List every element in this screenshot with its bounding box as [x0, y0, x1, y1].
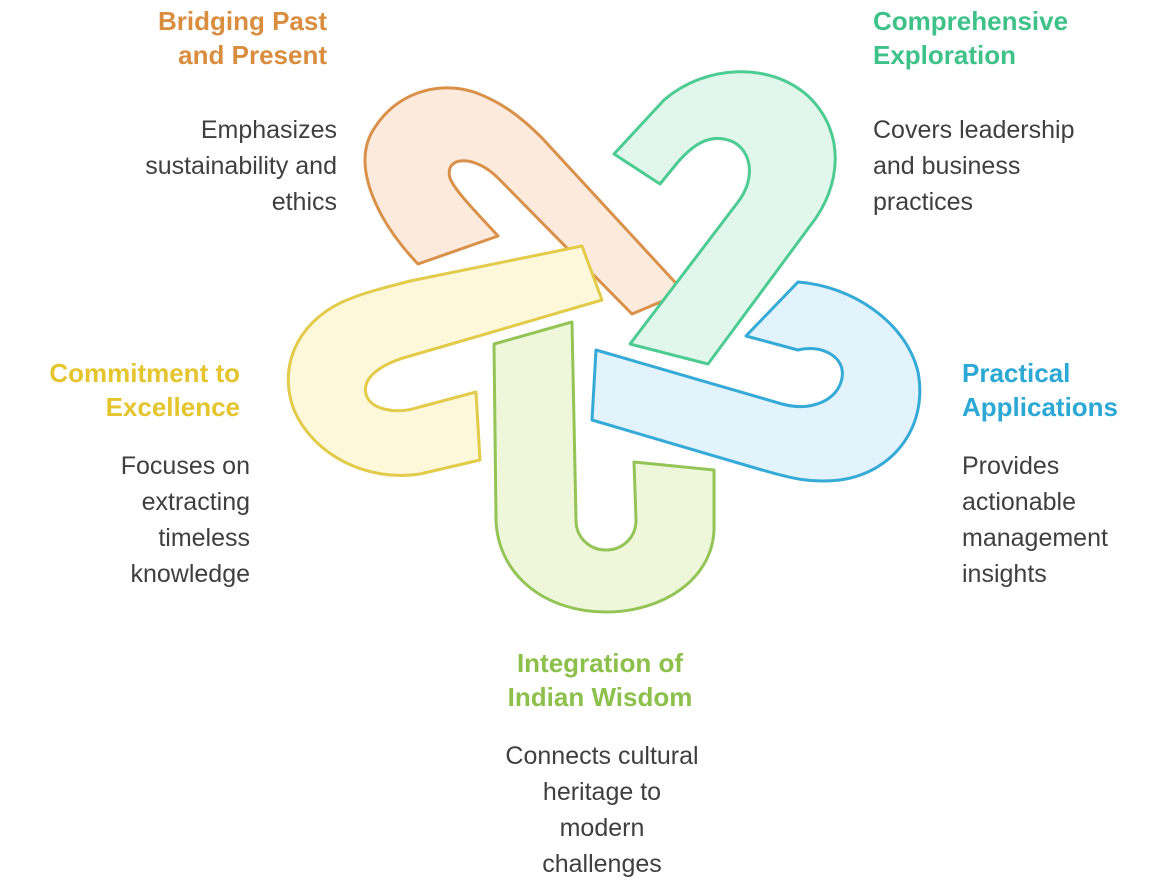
item-excellence: Commitment to Excellence Focuses on extr… — [0, 356, 250, 592]
item-title: Commitment to Excellence — [0, 356, 240, 424]
desc-line: management — [962, 524, 1108, 552]
desc-line: knowledge — [130, 560, 250, 588]
item-description: Focuses on extracting timeless knowledge — [10, 448, 250, 592]
loop-exploration — [612, 70, 837, 366]
desc-line: Emphasizes — [200, 116, 337, 144]
item-title: Practical Applications — [962, 356, 1152, 424]
desc-line: challenges — [542, 850, 662, 878]
title-line: Indian Wisdom — [507, 682, 693, 712]
title-line: Comprehensive — [873, 6, 1069, 36]
title-line: and Present — [178, 40, 327, 70]
desc-line: timeless — [158, 524, 250, 552]
desc-line: Connects cultural — [505, 742, 699, 770]
item-description: Connects cultural heritage to modern cha… — [442, 738, 762, 882]
desc-line: insights — [962, 560, 1047, 588]
item-wisdom: Integration of Indian Wisdom Connects cu… — [440, 646, 760, 882]
desc-line: actionable — [962, 488, 1076, 516]
item-title: Integration of Indian Wisdom — [440, 646, 760, 714]
item-title: Comprehensive Exploration — [873, 4, 1153, 72]
desc-line: extracting — [141, 488, 250, 516]
title-line: Integration of — [516, 648, 684, 678]
title-line: Commitment to — [49, 358, 240, 388]
desc-line: sustainability and — [145, 152, 337, 180]
desc-line: Focuses on — [120, 452, 250, 480]
desc-line: Provides — [962, 452, 1060, 480]
loop-past-present — [363, 86, 686, 316]
item-description: Emphasizes sustainability and ethics — [50, 112, 337, 220]
desc-line: Covers leadership — [873, 116, 1075, 144]
loop-wisdom — [492, 320, 716, 614]
title-line: Applications — [962, 392, 1119, 422]
title-line: Exploration — [873, 40, 1017, 70]
desc-line: heritage to — [542, 778, 662, 806]
item-description: Provides actionable management insights — [962, 448, 1152, 592]
item-title: Bridging Past and Present — [40, 4, 327, 72]
item-practical: Practical Applications Provides actionab… — [962, 356, 1152, 592]
desc-line: ethics — [271, 188, 337, 216]
desc-line: practices — [873, 188, 974, 216]
title-line: Practical — [962, 358, 1071, 388]
item-past-present: Bridging Past and Present Emphasizes sus… — [40, 4, 337, 220]
loop-excellence — [286, 244, 604, 477]
desc-line: and business — [873, 152, 1021, 180]
loop-practical — [590, 280, 922, 483]
desc-line: modern — [559, 814, 645, 842]
title-line: Excellence — [105, 392, 240, 422]
title-line: Bridging Past — [157, 6, 327, 36]
item-description: Covers leadership and business practices — [873, 112, 1153, 220]
item-exploration: Comprehensive Exploration Covers leaders… — [873, 4, 1153, 220]
